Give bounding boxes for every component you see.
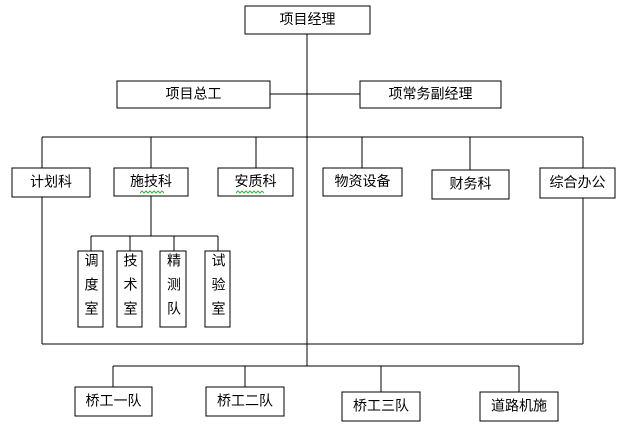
node-finance-dept: 财务科	[431, 169, 510, 200]
node-label: 施技科	[130, 174, 172, 190]
node-box	[159, 250, 187, 328]
node-bridge-team-2: 桥工二队	[205, 386, 285, 417]
node-label-vertical: 技术室	[122, 253, 138, 325]
node-label: 道路机施	[491, 399, 547, 415]
node-box	[244, 5, 371, 35]
node-label: 安质科	[235, 174, 277, 190]
node-box	[341, 391, 421, 422]
node-chief-engineer: 项目总工	[116, 80, 271, 109]
node-project-manager: 项目经理	[244, 5, 371, 35]
node-box	[74, 386, 153, 417]
node-label: 综合办公	[550, 175, 606, 191]
node-label: 桥工三队	[353, 399, 409, 415]
spellcheck-underline	[235, 190, 265, 194]
node-box	[116, 250, 143, 328]
connectors	[41, 34, 584, 392]
node-label-vertical: 调度室	[83, 253, 99, 325]
node-construction-tech-dept: 施技科	[113, 167, 189, 197]
node-label: 项目总工	[166, 87, 222, 103]
node-materials-equipment: 物资设备	[322, 167, 403, 197]
node-technical-room: 技术室	[116, 250, 143, 328]
node-label: 财务科	[450, 177, 492, 193]
node-survey-team: 精测队	[159, 250, 187, 328]
node-box	[11, 167, 91, 198]
node-box	[539, 167, 616, 199]
node-bridge-team-3: 桥工三队	[341, 391, 421, 422]
node-label: 物资设备	[335, 173, 391, 190]
node-general-office: 综合办公	[539, 167, 616, 199]
node-label: 桥工一队	[86, 394, 142, 410]
node-label: 计划科	[30, 175, 72, 191]
node-label: 桥工二队	[217, 394, 273, 410]
node-label: 项目经理	[280, 12, 336, 28]
node-label-vertical: 精测队	[165, 253, 181, 325]
node-box	[322, 167, 403, 197]
node-label: 项常务副经理	[389, 87, 473, 103]
node-bridge-team-1: 桥工一队	[74, 386, 153, 417]
node-box	[217, 167, 294, 197]
node-planning-dept: 计划科	[11, 167, 91, 198]
node-box	[479, 391, 559, 422]
node-label-vertical: 试验室	[210, 253, 226, 325]
node-executive-deputy-manager: 项常务副经理	[359, 80, 502, 109]
spellcheck-underline	[139, 190, 165, 194]
node-box	[205, 386, 285, 417]
node-box	[359, 80, 502, 109]
node-box	[431, 169, 510, 200]
node-road-machinery: 道路机施	[479, 391, 559, 422]
node-safety-quality-dept: 安质科	[217, 167, 294, 197]
node-box	[77, 250, 104, 328]
node-testing-room: 试验室	[204, 250, 231, 328]
node-box	[204, 250, 231, 328]
node-dispatch-room: 调度室	[77, 250, 104, 328]
node-box	[116, 80, 271, 109]
